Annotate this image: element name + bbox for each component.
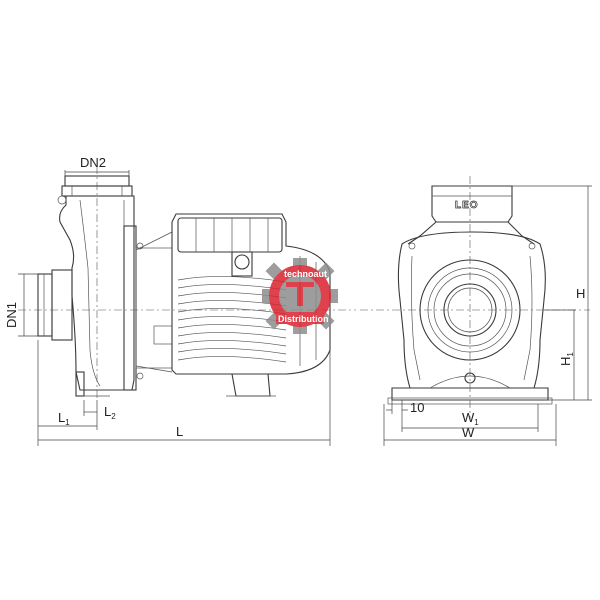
dn2-label: DN2 <box>80 155 106 170</box>
nameplate-text: LEO <box>455 200 479 211</box>
inlet-flange <box>37 273 53 337</box>
watermark-bottom-text: Distribution <box>278 314 329 324</box>
volute-casing <box>59 195 135 391</box>
h1-label: H1 <box>558 352 575 366</box>
l1-label: L1 <box>58 410 70 427</box>
w-label: W <box>462 425 475 440</box>
front-casing <box>397 231 546 389</box>
h-label: H <box>576 286 585 301</box>
motor-foot <box>231 373 271 397</box>
l-label: L <box>176 424 183 439</box>
cable-gland <box>231 251 253 277</box>
l2-label: L2 <box>104 404 116 421</box>
terminal-box <box>177 217 283 253</box>
front-view: LEO H H1 10 <box>360 176 592 446</box>
w1-label: W1 <box>462 410 479 427</box>
side-view: DN2 DN1 L1 L2 L <box>4 155 356 446</box>
ten-label: 10 <box>410 400 424 415</box>
inlet-neck <box>51 269 73 341</box>
watermark-top-text: technoaut <box>284 269 327 279</box>
watermark-logo: technoaut Distribution <box>262 258 338 334</box>
dn1-label: DN1 <box>4 302 19 328</box>
casing-foot <box>75 371 85 397</box>
